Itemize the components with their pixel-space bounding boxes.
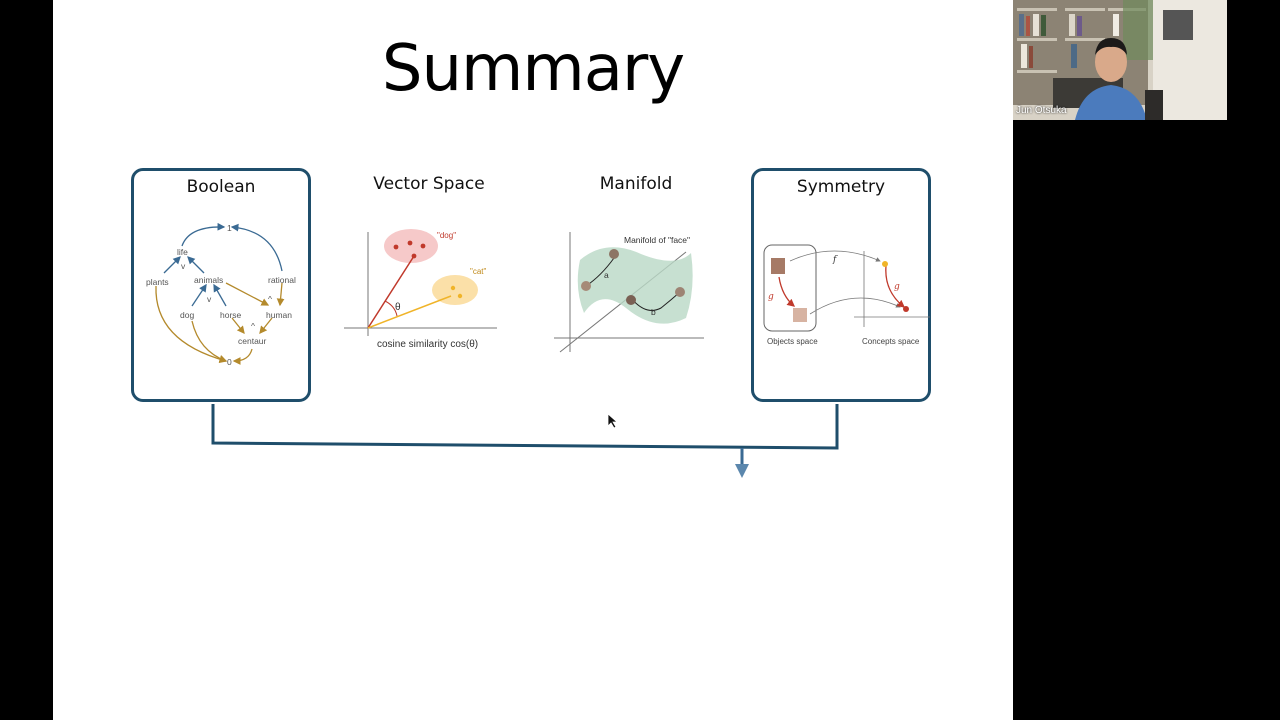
boolean-panel: Boolean bbox=[131, 168, 311, 402]
op-or-2: v bbox=[207, 294, 212, 304]
boolean-panel-title: Boolean bbox=[186, 177, 256, 197]
theta-label: θ bbox=[395, 302, 401, 313]
cat-cluster-label: "cat" bbox=[470, 267, 487, 276]
node-one: 1 bbox=[227, 223, 232, 233]
cosine-caption: cosine similarity cos(θ) bbox=[377, 339, 478, 350]
node-life: life bbox=[177, 247, 188, 257]
node-horse: horse bbox=[220, 310, 242, 320]
participant-name-label: Jun Otsuka bbox=[1016, 105, 1067, 116]
vector-space-panel-title: Vector Space bbox=[373, 174, 485, 194]
op-and-2: ^ bbox=[251, 321, 255, 331]
symmetry-panel-title: Symmetry bbox=[796, 177, 886, 197]
dog-cluster-label: "dog" bbox=[437, 231, 456, 240]
node-plants: plants bbox=[146, 277, 169, 287]
symmetry-diagram: f g g Objects space Concepts space bbox=[763, 244, 930, 346]
symmetry-f-label: f bbox=[832, 255, 838, 265]
node-zero: 0 bbox=[227, 357, 232, 367]
symmetry-g-label-right: g bbox=[894, 282, 900, 292]
node-centaur: centaur bbox=[238, 336, 267, 346]
boolean-lattice-diagram: 1 life plants animals rational dog horse… bbox=[146, 222, 296, 367]
manifold-label: Manifold of "face" bbox=[624, 235, 690, 245]
symmetry-g-label-left: g bbox=[768, 292, 774, 302]
op-or-1: v bbox=[181, 261, 186, 271]
vector-space-panel: Vector Space θ "dog" "cat" cosine simila… bbox=[339, 168, 519, 402]
node-animals: animals bbox=[194, 275, 223, 285]
objects-space-label: Objects space bbox=[767, 337, 818, 346]
manifold-point-b: b bbox=[651, 307, 656, 317]
presentation-slide: Summary Boolean bbox=[53, 0, 1013, 720]
webcam-scene bbox=[1013, 0, 1227, 120]
down-arrow-icon bbox=[735, 464, 749, 478]
slide-title: Summary bbox=[381, 32, 685, 106]
op-and-1: ^ bbox=[268, 294, 272, 304]
manifold-panel-title: Manifold bbox=[599, 174, 673, 194]
manifold-panel: Manifold Manifold of "face" a b bbox=[546, 168, 726, 402]
node-human: human bbox=[266, 310, 292, 320]
symmetry-panel: Symmetry f g g Objects space Concepts sp… bbox=[751, 168, 931, 402]
mouse-cursor-icon bbox=[607, 413, 619, 429]
concepts-space-label: Concepts space bbox=[862, 337, 920, 346]
node-dog: dog bbox=[180, 310, 194, 320]
manifold-diagram: Manifold of "face" a b bbox=[554, 232, 704, 353]
manifold-point-a: a bbox=[604, 270, 609, 280]
vector-space-diagram: θ "dog" "cat" cosine similarity cos(θ) bbox=[344, 229, 497, 350]
node-rational: rational bbox=[268, 275, 296, 285]
webcam-video[interactable]: Jun Otsuka bbox=[1013, 0, 1227, 120]
